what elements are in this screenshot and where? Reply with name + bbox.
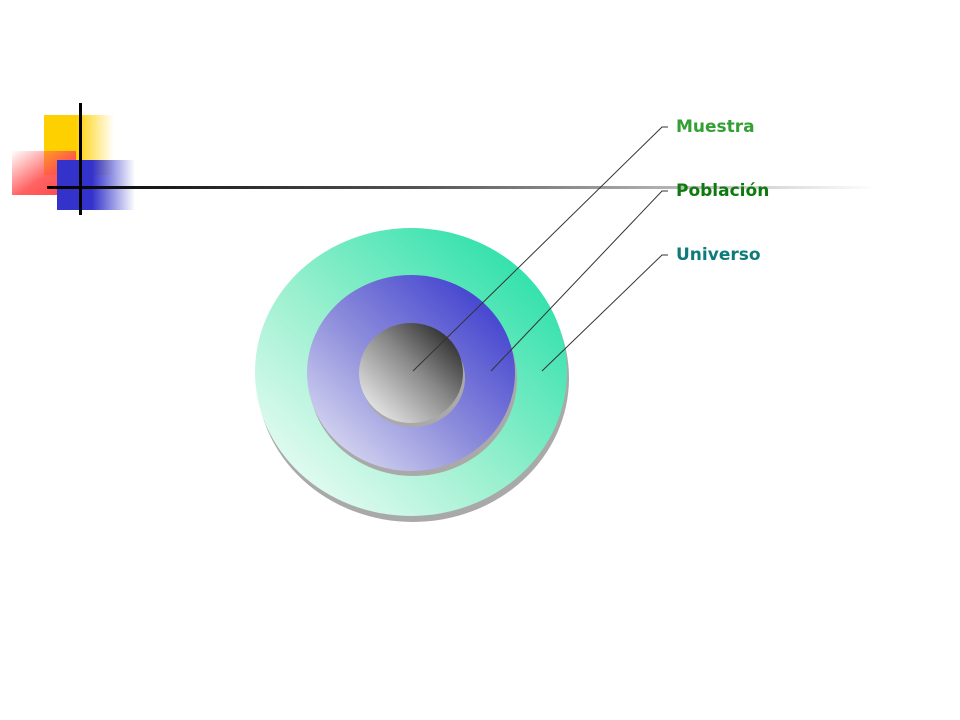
muestra-core: [359, 323, 463, 423]
label-muestra: Muestra: [676, 117, 755, 137]
poblacion-leader-line: [490, 190, 668, 372]
label-universo: Universo: [676, 245, 761, 265]
universo-leader-line: [541, 254, 668, 372]
label-poblacion: Población: [676, 181, 770, 201]
decor-vertical-rule: [79, 103, 82, 215]
decor-blue-square: [57, 160, 135, 210]
decor-horizontal-rule: [47, 186, 877, 189]
muestra-leader-line: [412, 126, 668, 372]
